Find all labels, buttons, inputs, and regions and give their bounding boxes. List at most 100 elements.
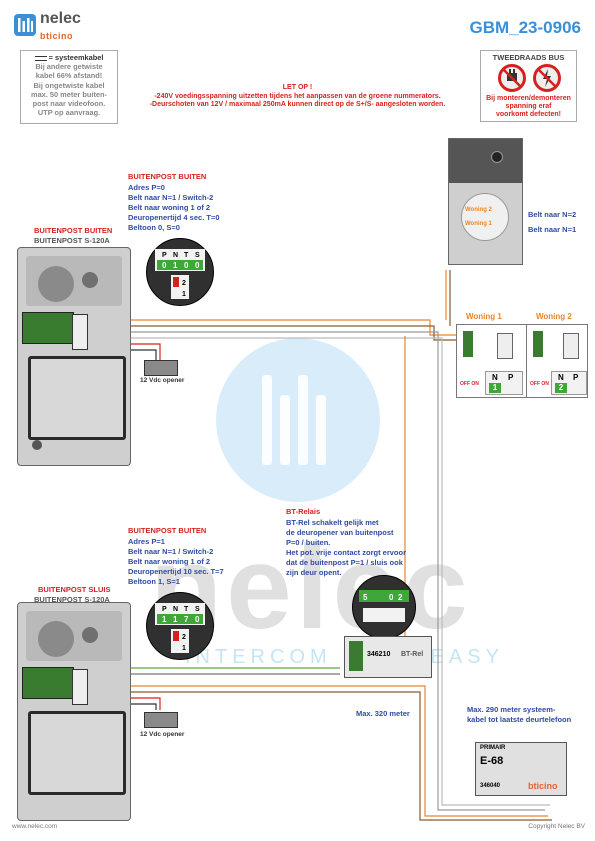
relay-terminal	[349, 641, 363, 671]
config-value-p: 0	[162, 261, 167, 270]
config-label-p: P	[162, 252, 167, 259]
logo-name: nelec	[40, 10, 81, 27]
two-wire-bus-box: TWEEDRAADS BUS Bij monteren/demonteren s…	[480, 50, 577, 122]
config-value-s: 0	[195, 261, 200, 270]
woning2-handset	[563, 333, 579, 359]
bus-box-text: Bij monteren/demonteren spanning eraf vo…	[486, 95, 571, 118]
module-frame	[28, 356, 126, 440]
switch-pos-2: 2	[182, 634, 186, 641]
psu-brand: bticino	[528, 781, 558, 791]
bottom-post-label: BUITENPOST SLUIS	[38, 585, 111, 594]
config-label-t: T	[184, 606, 189, 613]
config-label-n: N	[173, 252, 178, 259]
config-value-t: 0	[184, 261, 189, 270]
woning2-title: Woning 2	[536, 312, 572, 321]
wire-top-grey2	[82, 337, 550, 806]
bottom-post-heading: BUITENPOST BUITEN	[128, 526, 207, 535]
woning1-title: Woning 1	[466, 312, 502, 321]
logo-brand: bticino	[40, 31, 73, 41]
speaker-icon	[82, 627, 98, 643]
warning-line-2: -Deurschoten van 12V / maximaal 250mA ku…	[149, 101, 446, 108]
warning-line-1: -240V voedingsspanning uitzetten tijdens…	[154, 92, 441, 100]
wire-top-brown	[82, 325, 470, 341]
config-label-t: T	[184, 252, 189, 259]
woning2-off-on: OFF ON	[530, 381, 549, 387]
bottom-opener-label: 12 Vdc opener	[140, 731, 185, 738]
top-opener-label: 12 Vdc opener	[140, 377, 185, 384]
cable-note: = systeemkabel Bij andere getwiste kabel…	[20, 50, 118, 124]
psu-model: E-68	[480, 755, 504, 767]
relay-info: BT-Rel schakelt gelijk met de deuropener…	[286, 518, 407, 577]
relay-module: 346210 BT-Rel	[344, 636, 432, 678]
warning-block: LET OP ! -240V voedingsspanning uitzette…	[100, 84, 495, 110]
nelec-logo-icon	[14, 14, 36, 36]
bottom-outdoor-post	[17, 602, 131, 821]
bottom-door-opener-icon	[144, 712, 178, 728]
wire-top-grey	[82, 331, 545, 811]
wire-bottom-orange	[82, 685, 548, 817]
terminal-block	[22, 667, 74, 699]
switch-pos-2: 2	[182, 280, 186, 287]
bottom-post-info: Adres P=1 Belt naar N=1 / Switch-2 Belt …	[128, 537, 224, 586]
top-config-zoom: P N T S 0 1 0 0 2 1	[146, 238, 214, 306]
wire-top-orange	[82, 319, 470, 336]
doorphone-button-ring	[461, 193, 509, 241]
wire-bottom-brown	[82, 691, 552, 821]
bottom-config-zoom: P N T S 1 1 7 0 2 1	[146, 592, 214, 660]
config-value-s: 0	[195, 615, 200, 624]
relay-config-1: 5	[363, 593, 368, 602]
woning1-terminal	[463, 331, 473, 357]
relay-config-2: 0	[389, 593, 394, 602]
config-value-n: 1	[173, 615, 178, 624]
switch-pos-1: 1	[182, 645, 186, 652]
top-outdoor-post	[17, 247, 131, 466]
bottom-post-model: BUITENPOST S-120A	[34, 595, 110, 604]
switch-pos-1: 1	[182, 291, 186, 298]
config-value-n: 1	[173, 261, 178, 270]
speaker-icon	[82, 272, 98, 288]
relay-config-zoom: 5 0 2	[352, 575, 416, 639]
terminal-block	[22, 312, 74, 344]
relay-config-3: 2	[398, 593, 403, 602]
label-calls-n2: Belt naar N=2	[528, 210, 577, 219]
top-post-label: BUITENPOST BUITEN	[34, 226, 113, 235]
cable-note-line: kabel 66% afstand!	[35, 71, 103, 81]
terminal-strip	[72, 669, 88, 705]
label-calls-n1: Belt naar N=1	[528, 225, 577, 234]
top-post-model: BUITENPOST S-120A	[34, 236, 110, 245]
psu-code: 346040	[480, 783, 501, 789]
no-voltage-icon	[533, 64, 561, 92]
cable-note-line: UTP op aanvraag.	[37, 108, 101, 118]
relay-code: 346210	[367, 651, 391, 658]
top-post-info: Adres P=0 Belt naar N=1 / Switch-2 Belt …	[128, 183, 220, 232]
nelec-logo: nelec bticino	[14, 10, 82, 50]
cable-note-line: Bij ongetwiste kabel	[33, 80, 105, 90]
psu-title: PRIMAIR	[480, 745, 506, 751]
module-frame	[28, 711, 126, 795]
config-label-p: P	[162, 606, 167, 613]
cable-legend: = systeemkabel	[25, 53, 113, 62]
document-code: GBM_23-0906	[469, 18, 581, 37]
config-label-s: S	[195, 606, 200, 613]
woning1-n-value: 1	[489, 383, 501, 393]
config-value-p: 1	[162, 615, 167, 624]
max-320-label: Max. 320 meter	[356, 709, 410, 718]
terminal-strip	[72, 314, 88, 350]
max-290-label: Max. 290 meter systeem- kabel tot laatst…	[467, 705, 572, 724]
woning1-config: N P 1	[485, 371, 523, 395]
woning2-config: N P 2	[551, 371, 587, 395]
doorphone-camera-icon	[491, 151, 503, 163]
woning1-handset	[497, 333, 513, 359]
relay-tag: BT-Rel	[401, 651, 424, 658]
config-label-s: S	[195, 252, 200, 259]
no-plug-icon	[498, 64, 526, 92]
woning2-n-value: 2	[555, 383, 567, 393]
woning2-terminal	[533, 331, 543, 357]
footer-copyright: Copyright Nelec BV	[528, 823, 585, 830]
woning2-p-label: P	[573, 373, 579, 382]
camera-icon	[38, 621, 74, 657]
doorphone: Woning 2 Woning 1	[448, 138, 523, 265]
cable-note-line: post naar videofoon.	[32, 99, 106, 109]
woning1-n-label: N	[492, 373, 498, 382]
